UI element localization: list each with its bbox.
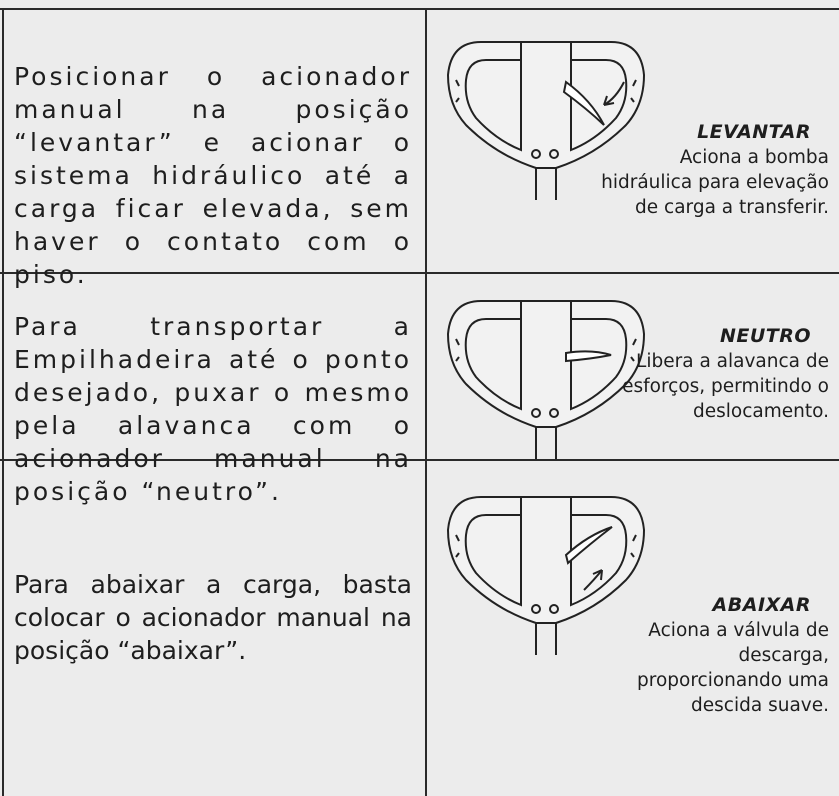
mode-label: ABAIXAR bbox=[712, 594, 811, 616]
mode-label: LEVANTAR bbox=[697, 121, 811, 143]
row-divider bbox=[0, 272, 839, 274]
table-top-border bbox=[0, 8, 839, 10]
mode-caption: LEVANTAR Aciona a bomba hidráulica para … bbox=[599, 120, 829, 220]
mode-label: NEUTRO bbox=[719, 325, 811, 347]
mode-caption: ABAIXAR Aciona a válvula de descarga, pr… bbox=[599, 593, 829, 718]
handle-lever-down-icon bbox=[436, 485, 658, 655]
handle-lever-neutral-icon bbox=[436, 289, 658, 459]
row-divider bbox=[0, 459, 839, 461]
table-left-border bbox=[2, 8, 4, 796]
mode-caption: NEUTRO Libera a alavanca de esforços, pe… bbox=[599, 324, 829, 424]
table-row-neutro: Para transportar a Empilhadeira até o po… bbox=[0, 274, 839, 506]
table-row-abaixar: Para abaixar a carga, basta colocar o ac… bbox=[0, 461, 839, 796]
column-divider bbox=[425, 8, 427, 796]
instruction-text: Para abaixar a carga, basta colocar o ac… bbox=[14, 570, 412, 665]
mode-description: Aciona a bomba hidráulica para elevação … bbox=[601, 147, 829, 218]
mode-description: Libera a alavanca de esforços, permitind… bbox=[622, 351, 829, 422]
handle-lever-up-icon bbox=[436, 30, 658, 200]
instruction-text: Posicionar o acionador manual na posição… bbox=[14, 62, 412, 289]
instruction-text: Para transportar a Empilhadeira até o po… bbox=[14, 312, 412, 506]
table-row-levantar: Posicionar o acionador manual na posição… bbox=[0, 10, 839, 289]
mode-description: Aciona a válvula de descarga, proporcion… bbox=[637, 620, 829, 716]
